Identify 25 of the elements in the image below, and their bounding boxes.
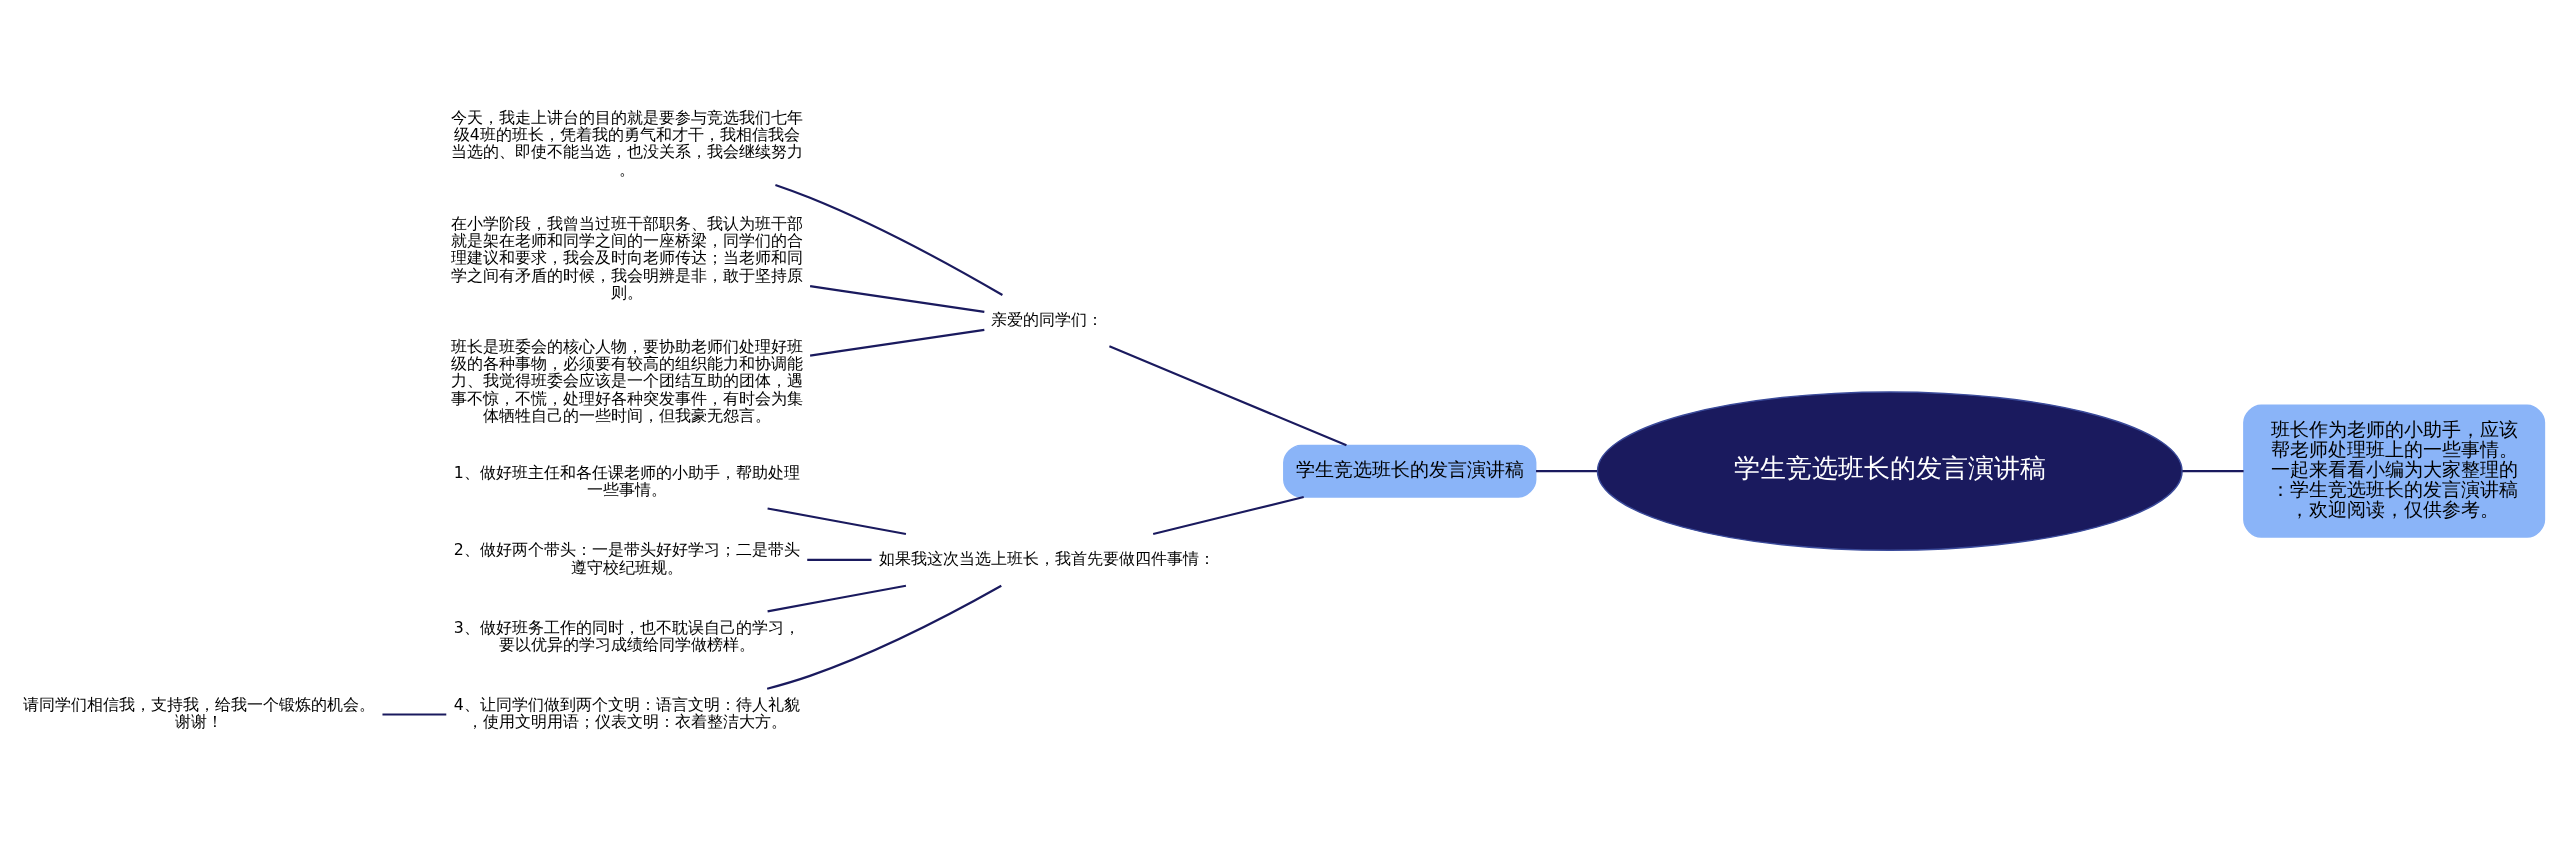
connector bbox=[1109, 344, 1347, 446]
connector bbox=[807, 558, 872, 561]
connector bbox=[766, 584, 1002, 690]
node-text: 班长是班委会的核心人物，要协助老师们处理好班级的各种事物，必须要有较高的组织能力和协调能力、我觉得班委会应该是一个团结互助的团体，遇事不惊，不慌，处理好各种突发事件，有时会为集体牺牲自己的一些时间，但我豪无怨言。 bbox=[450, 336, 803, 425]
node-box: 学生竞选班长的发言演讲稿 bbox=[1283, 444, 1537, 498]
connector bbox=[767, 506, 907, 535]
connector bbox=[775, 183, 1003, 296]
node-text: 如果我这次当选上班长，我首先要做四件事情： bbox=[878, 548, 1215, 568]
connector bbox=[809, 284, 985, 313]
node-text: 请同学们相信我，支持我，给我一个锻炼的机会。谢谢！ bbox=[22, 694, 375, 731]
connector bbox=[767, 584, 907, 612]
node-box: 班长作为老师的小助手，应该帮老师处理班上的一些事情。一起来看看小编为大家整理的：学生竞选班长的发言演讲稿，欢迎阅读，仅供参考。 bbox=[2243, 404, 2546, 538]
connector bbox=[2182, 469, 2244, 472]
node-text: 亲爱的同学们： bbox=[990, 309, 1103, 329]
connector bbox=[1536, 469, 1598, 472]
connector bbox=[382, 712, 447, 716]
node-text: 3、做好班务工作的同时，也不耽误自己的学习，要以优异的学习成绩给同学做榜样。 bbox=[453, 617, 800, 654]
node-text: 4、让同学们做到两个文明：语言文明：待人礼貌，使用文明用语；仪表文明：衣着整洁大方。 bbox=[453, 694, 800, 731]
node-text: 2、做好两个带头：一是带头好好学习；二是带头遵守校纪班规。 bbox=[453, 539, 800, 577]
connector bbox=[809, 328, 985, 357]
node-text: 1、做好班主任和各任课老师的小助手，帮助处理一些事情。 bbox=[453, 462, 800, 499]
node-ellipse: 学生竞选班长的发言演讲稿 bbox=[1596, 390, 2183, 551]
connector bbox=[1152, 495, 1304, 535]
node-text: 今天，我走上讲台的目的就是要参与竞选我们七年级4班的班长，凭着我的勇气和才干，我相信我会当选的、即使不能当选，也没关系，我会继续努力。 bbox=[450, 107, 803, 179]
node-text: 在小学阶段，我曾当过班干部职务、我认为班干部就是架在老师和同学之间的一座桥梁，同学们的合理建议和要求，我会及时向老师传达；当老师和同学之间有矛盾的时候，我会明辨是非，敢于坚持原则。 bbox=[450, 213, 803, 302]
